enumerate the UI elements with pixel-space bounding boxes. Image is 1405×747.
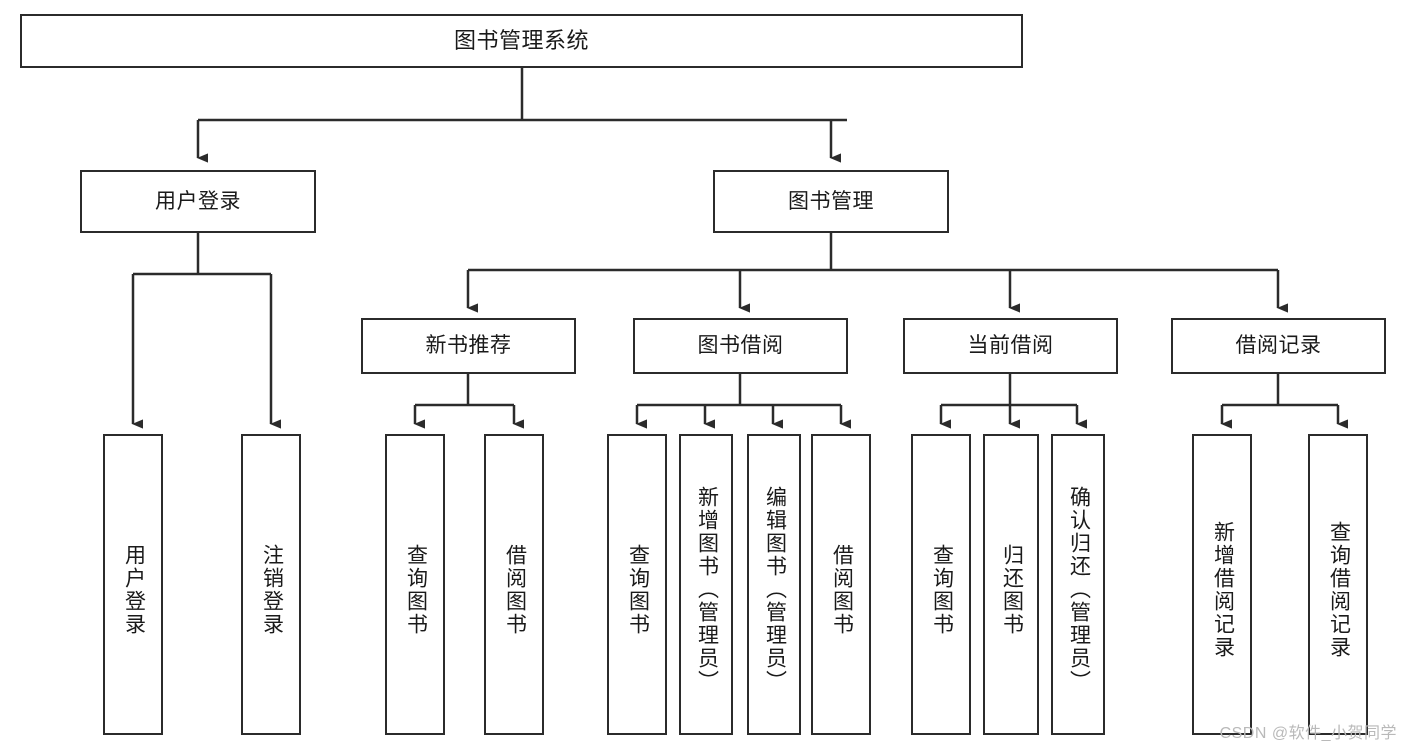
node-new-book-recommend[interactable]: 新书推荐: [361, 318, 576, 374]
node-user-login[interactable]: 用户登录: [80, 170, 316, 233]
node-label: 新书推荐: [425, 334, 512, 358]
leaf-edit-book-admin[interactable]: 编辑图书（管理员）: [747, 434, 801, 735]
node-root-book-management-system[interactable]: 图书管理系统: [20, 14, 1023, 68]
node-label: 新增借阅记录: [1211, 520, 1235, 659]
leaf-return-book[interactable]: 归还图书: [983, 434, 1039, 735]
leaf-borrow-book-recommend[interactable]: 借阅图书: [484, 434, 544, 735]
node-label: 查询图书: [626, 543, 650, 636]
node-label: 查询图书: [404, 543, 428, 636]
node-label: 借阅图书: [830, 543, 854, 636]
leaf-logout[interactable]: 注销登录: [241, 434, 301, 735]
node-label: 借阅记录: [1235, 334, 1322, 358]
leaf-confirm-return-admin[interactable]: 确认归还（管理员）: [1051, 434, 1105, 735]
node-label: 图书借阅: [697, 334, 784, 358]
node-book-management[interactable]: 图书管理: [713, 170, 949, 233]
node-label: 用户登录: [122, 543, 146, 636]
leaf-borrow-book[interactable]: 借阅图书: [811, 434, 871, 735]
node-label: 新增图书（管理员）: [695, 486, 719, 693]
leaf-user-login[interactable]: 用户登录: [103, 434, 163, 735]
node-label: 编辑图书（管理员）: [763, 486, 787, 693]
node-current-borrow[interactable]: 当前借阅: [903, 318, 1118, 374]
node-borrow-record[interactable]: 借阅记录: [1171, 318, 1386, 374]
node-label: 注销登录: [260, 543, 284, 636]
leaf-add-borrow-record[interactable]: 新增借阅记录: [1192, 434, 1252, 735]
leaf-query-book-borrow[interactable]: 查询图书: [607, 434, 667, 735]
node-label: 用户登录: [155, 189, 241, 213]
leaf-add-book-admin[interactable]: 新增图书（管理员）: [679, 434, 733, 735]
leaf-query-book-recommend[interactable]: 查询图书: [385, 434, 445, 735]
node-book-borrow[interactable]: 图书借阅: [633, 318, 848, 374]
node-label: 查询图书: [930, 543, 954, 636]
node-label: 借阅图书: [503, 543, 527, 636]
node-label: 确认归还（管理员）: [1067, 486, 1091, 693]
leaf-query-borrow-record[interactable]: 查询借阅记录: [1308, 434, 1368, 735]
node-label: 当前借阅: [967, 334, 1054, 358]
node-label: 图书管理: [788, 189, 874, 213]
node-label: 查询借阅记录: [1327, 520, 1351, 659]
node-label: 归还图书: [1000, 543, 1024, 636]
leaf-query-book-current[interactable]: 查询图书: [911, 434, 971, 735]
watermark: CSDN @软件_小贺同学: [1219, 725, 1397, 742]
node-label: 图书管理系统: [453, 27, 589, 53]
